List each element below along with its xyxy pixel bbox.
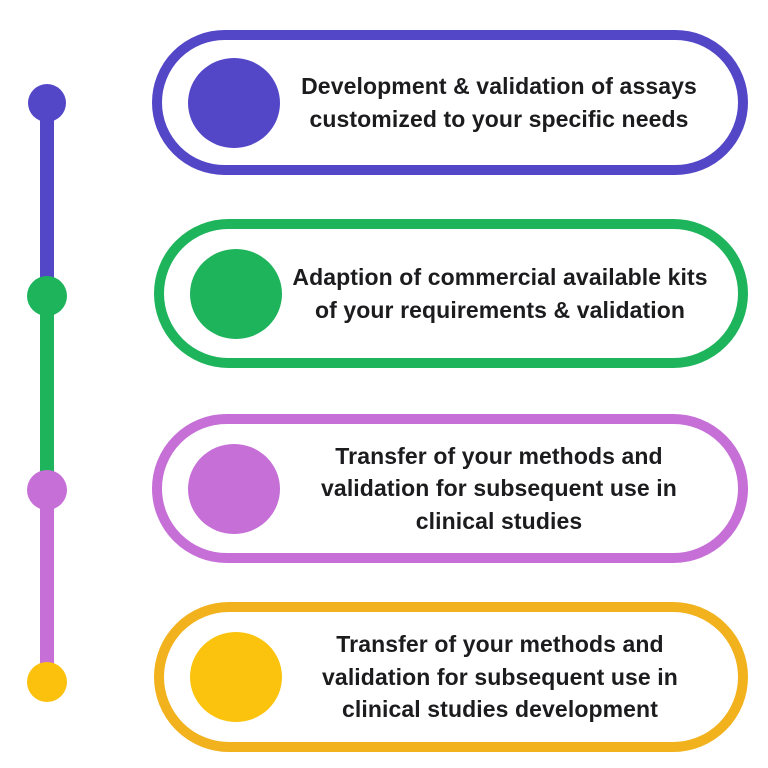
timeline-dot-step-1 [28,84,66,122]
step-label-4: Transfer of your methods and validation … [322,631,678,723]
step-label-3: Transfer of your methods and validation … [321,442,677,534]
step-pill-4: Transfer of your methods and validation … [154,602,748,752]
timeline-segment-2 [40,296,54,490]
step-pill-3: Transfer of your methods and validation … [152,414,748,563]
step-bullet-circle-4 [190,632,282,722]
step-bullet-circle-2 [190,248,282,339]
step-label-2: Adaption of commercial available kits of… [292,263,708,323]
timeline-segment-3 [40,490,54,682]
timeline-dot-step-2 [27,276,67,316]
timeline-dot-step-4 [27,662,67,702]
step-bullet-circle-3 [188,443,280,534]
step-pill-1: Development & validation of assays custo… [152,30,748,175]
step-label-1: Development & validation of assays custo… [301,72,697,132]
step-pill-2: Adaption of commercial available kits of… [154,219,748,368]
timeline-dot-step-3 [27,470,67,510]
step-bullet-circle-1 [188,57,280,148]
timeline-segment-1 [40,103,54,296]
